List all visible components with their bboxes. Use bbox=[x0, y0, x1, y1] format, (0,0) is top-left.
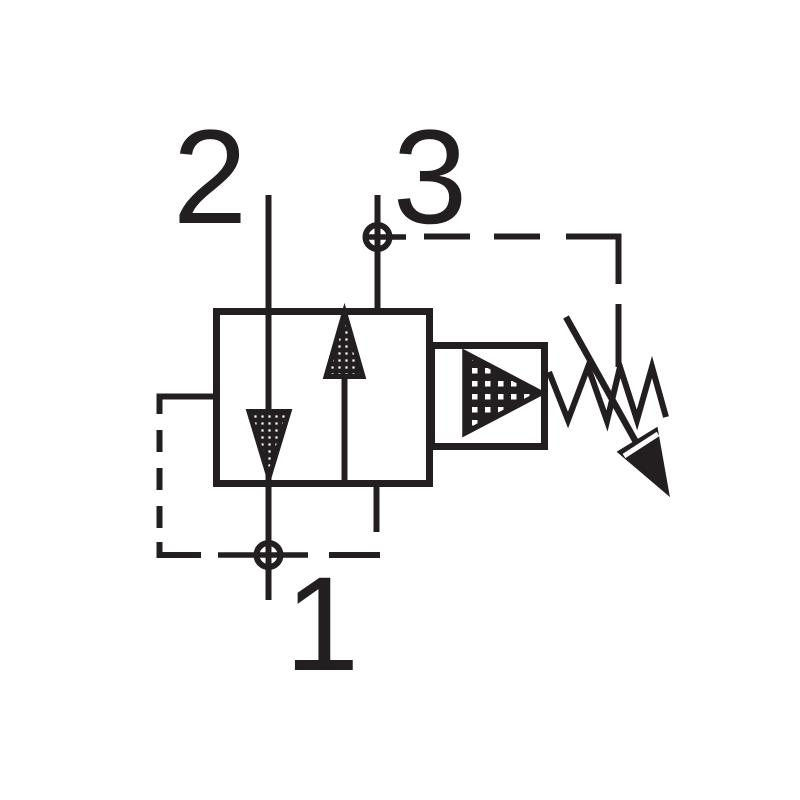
port-1-label: 1 bbox=[285, 550, 360, 699]
port-3-connection-circle-icon bbox=[362, 222, 393, 252]
flow-arrow-up-icon bbox=[322, 302, 367, 379]
adjustment-arrow-icon bbox=[563, 315, 670, 498]
pilot-actuator-box bbox=[428, 342, 548, 450]
flow-arrow-down-icon bbox=[245, 409, 293, 487]
port-3-label: 3 bbox=[393, 103, 468, 252]
dashed-pilot-line-right bbox=[424, 233, 622, 367]
adjustable-spring-icon bbox=[546, 355, 669, 432]
valve-body-box bbox=[213, 308, 433, 487]
pilot-triangle-icon bbox=[462, 348, 547, 438]
port-1-connection-circle-icon bbox=[253, 540, 284, 570]
dashed-pilot-line-left bbox=[156, 393, 216, 558]
port-2-label: 2 bbox=[173, 103, 248, 252]
